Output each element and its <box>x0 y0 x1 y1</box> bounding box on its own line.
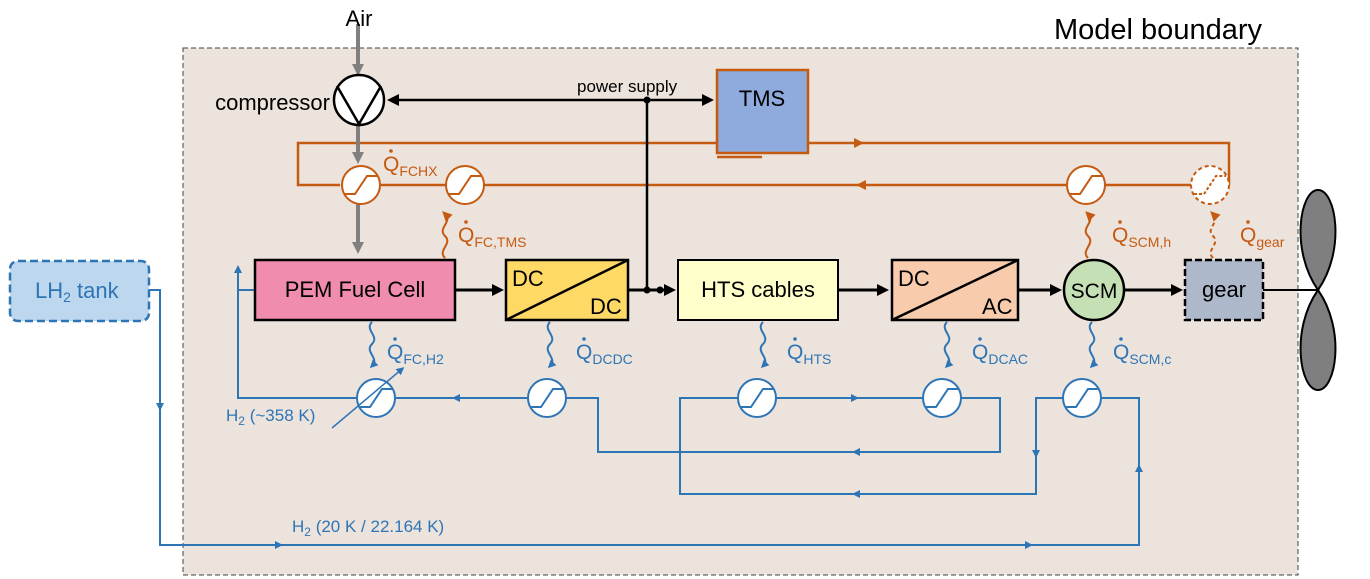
dcdc-top-label: DC <box>512 266 544 291</box>
heat-flow-label-dcdc: QDCDC <box>576 341 633 367</box>
wave-hts <box>759 321 770 369</box>
heat-flow-label-hts: QHTS <box>787 341 831 367</box>
dcac-bottom-label: AC <box>982 294 1013 319</box>
pem-fuel-cell-label: PEM Fuel Cell <box>285 277 426 302</box>
heat-flow-label-scm-h: QSCM,h <box>1112 224 1171 250</box>
power-lines <box>387 94 714 290</box>
hx-scm-c-icon <box>1062 378 1102 418</box>
tms-block[interactable] <box>715 68 810 155</box>
hx-dcdc-icon <box>527 378 567 418</box>
hx-fc-h2-icon <box>331 367 405 429</box>
wave-gear <box>1209 211 1221 259</box>
gear-block[interactable] <box>1183 258 1265 322</box>
heat-flow-label-scm-c: QSCM,c <box>1113 341 1171 367</box>
tms-label: TMS <box>739 86 785 111</box>
dcdc-bottom-label: DC <box>590 294 622 319</box>
wave-scm-c <box>1088 321 1099 369</box>
hx-dcac-icon <box>922 378 962 418</box>
heat-flow-label-fc-h2: QFC,H2 <box>387 341 444 367</box>
heat-flow-label-gear: Qgear <box>1240 224 1285 250</box>
hx-fc-tms-icon <box>445 165 485 205</box>
hx-gear-icon <box>1190 165 1230 205</box>
wave-fc-tms <box>441 211 453 259</box>
heat-flow-dot <box>1119 337 1123 341</box>
heat-flow-label-dcac: QDCAC <box>972 341 1028 367</box>
wave-dcdc <box>546 321 557 369</box>
gear-label: gear <box>1202 277 1246 302</box>
h2-hot-label: H2 (~358 K) <box>226 406 315 428</box>
heat-flow-dot <box>389 149 393 153</box>
scm-label: SCM <box>1071 280 1118 303</box>
heat-flow-dot <box>793 337 797 341</box>
tms-loop <box>296 138 1231 190</box>
compressor-icon[interactable] <box>332 73 386 127</box>
dcac-top-label: DC <box>898 266 930 291</box>
wave-fc-h2 <box>368 321 379 369</box>
hx-hts-icon <box>737 378 777 418</box>
power-supply-label: power supply <box>577 77 678 96</box>
lh2-tank-label: LH2 tank <box>35 278 120 305</box>
hts-cables-label: HTS cables <box>701 277 815 302</box>
heat-flow-dot <box>393 337 397 341</box>
hts-cables-block[interactable] <box>677 259 839 321</box>
heat-flow-dot <box>464 220 468 224</box>
h2-loop <box>149 265 1143 549</box>
hx-scm-h-icon <box>1066 165 1106 205</box>
lh2-tank[interactable] <box>8 259 151 323</box>
propeller-icon <box>1299 188 1337 392</box>
heat-flow-dot <box>1118 220 1122 224</box>
model-boundary-title: Model boundary <box>1054 14 1262 46</box>
wave-scm-h <box>1084 211 1096 259</box>
wave-dcac <box>943 321 954 369</box>
heat-flow-dot <box>1246 220 1250 224</box>
scm-motor[interactable] <box>1062 258 1126 322</box>
air-label: Air <box>346 6 373 31</box>
heat-flow-dot <box>978 337 982 341</box>
heat-flow-dot <box>582 337 586 341</box>
hx-fchx-icon <box>341 165 381 205</box>
heat-flow-label-fc-tms: QFC,TMS <box>458 224 526 250</box>
h2-cold-label: H2 (20 K / 22.164 K) <box>292 517 444 539</box>
heat-flow-label-fchx: QFCHX <box>383 153 438 179</box>
pem-fuel-cell-block[interactable] <box>253 258 457 322</box>
compressor-label: compressor <box>215 90 330 115</box>
